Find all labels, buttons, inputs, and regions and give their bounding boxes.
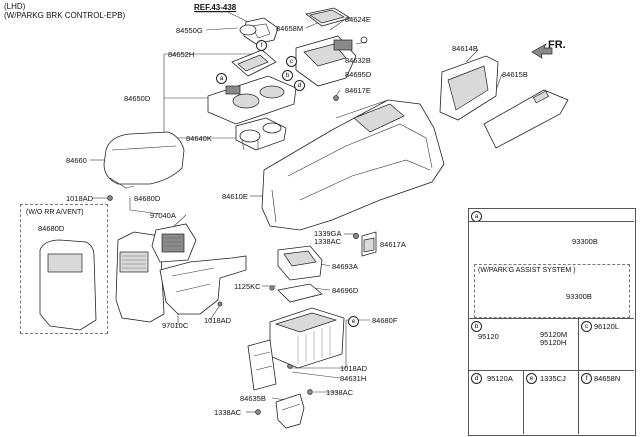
letter-a-callout: a [216, 73, 227, 84]
detail-bc-divider [468, 318, 634, 319]
front-direction-label: FR. [548, 39, 566, 51]
no-rear-vent-part-label: 84680D [38, 224, 65, 233]
label-84660: 84660 [66, 156, 87, 165]
upper-switch-panel-part [295, 35, 368, 87]
label-84632B: 84632B [345, 56, 371, 65]
console-body-part [261, 99, 445, 231]
storage-box-part [269, 307, 345, 369]
letter-c-callout: c [286, 56, 297, 67]
label-84635B: 84635B [240, 394, 266, 403]
trim-panel-part [483, 89, 569, 149]
armrest-lid-part [103, 131, 185, 189]
detail-def-divider [468, 370, 634, 371]
header-epb: (W/PARKG BRK CONTROL-EPB) [4, 11, 126, 20]
label-84617E: 84617E [345, 86, 371, 95]
label-1018AD-upper: 1018AD [66, 194, 94, 203]
label-84680F: 84680F [372, 316, 398, 325]
label-84624E: 84624E [345, 15, 371, 24]
label-84695D: 84695D [345, 70, 372, 79]
detail-a-part-label: 93300B [572, 237, 598, 246]
letter-d-callout: d [294, 80, 305, 91]
label-1018AD-middle: 1018AD [204, 316, 232, 325]
detail-b-c-vertical-divider [578, 318, 579, 370]
tray-mat-part [277, 283, 323, 303]
assist-system-box [474, 264, 630, 318]
detail-b-letter: b [471, 321, 482, 332]
cup-holder-tray-part [207, 75, 297, 125]
upper-cover-plate-part [231, 49, 277, 77]
detail-c-letter: c [581, 321, 592, 332]
label-84614B: 84614B [452, 44, 478, 53]
bolts [107, 95, 359, 415]
label-84631H: 84631H [340, 374, 367, 383]
detail-c-part-label: 96120L [594, 322, 620, 331]
no-rear-vent-box [20, 204, 108, 334]
shift-boot-part [239, 17, 279, 45]
small-storage-tray-part [277, 245, 323, 281]
no-rear-vent-title: (W/O RR A/VENT) [26, 209, 84, 216]
detail-d-part-label: 95120A [487, 374, 513, 383]
label-84550G: 84550G [176, 26, 203, 35]
label-84693A: 84693A [332, 262, 358, 271]
air-duct-part [159, 255, 247, 315]
detail-b-right-part-label-2: 95120H [540, 338, 567, 347]
side-bracket-part [247, 339, 277, 391]
small-tray-part [305, 7, 351, 27]
cup-holder-insert-part [235, 117, 287, 151]
ref-link[interactable]: REF.43-438 [194, 3, 237, 12]
vent-grille-part [151, 223, 197, 263]
detail-d-letter: d [471, 373, 482, 384]
assist-system-title: (W/PARK'G ASSIST SYSTEM ) [478, 267, 576, 274]
detail-f-letter: f [581, 373, 592, 384]
label-84680D: 84680D [134, 194, 161, 203]
detail-b-left-part-label: 95120 [478, 332, 499, 341]
detail-a-divider [468, 221, 634, 222]
detail-b-right-part-label-1: 95120M [540, 330, 568, 339]
label-84650D: 84650D [124, 94, 151, 103]
label-84617A: 84617A [380, 240, 406, 249]
label-97010C: 97010C [162, 321, 189, 330]
detail-a-assist-part-label: 93300B [566, 292, 592, 301]
lower-bracket-part [275, 393, 305, 429]
label-1338AC-lower-left: 1338AC [214, 408, 242, 417]
bracket-part [361, 231, 377, 257]
front-arrow-icon [531, 43, 553, 59]
label-1339GA: 1339GA [314, 229, 342, 238]
rear-vent-cover-part [115, 231, 165, 323]
detail-e-f-vertical-divider [578, 370, 579, 434]
label-84658M: 84658M [276, 24, 304, 33]
label-1338AC-lower-right: 1338AC [326, 388, 354, 397]
label-84652H: 84652H [168, 50, 195, 59]
label-84615B: 84615B [502, 70, 528, 79]
label-1125KC: 1125KC [234, 282, 261, 291]
header-lhd: (LHD) [4, 2, 26, 11]
side-cover-part [439, 55, 499, 121]
label-84696D: 84696D [332, 286, 359, 295]
detail-d-e-vertical-divider [523, 370, 524, 434]
letter-e-callout: e [348, 316, 359, 327]
label-1338AC-upper: 1338AC [314, 237, 342, 246]
letter-b-callout: b [282, 70, 293, 81]
detail-panel [468, 208, 636, 436]
detail-e-part-label: 1335CJ [540, 374, 566, 383]
label-84610E: 84610E [222, 192, 248, 201]
label-1018AD-lower: 1018AD [340, 364, 368, 373]
detail-f-part-label: 84658N [594, 374, 621, 383]
alt-rear-cover-part [39, 239, 97, 331]
label-84640K: 84640K [186, 134, 212, 143]
label-97040A: 97040A [150, 211, 176, 220]
detail-e-letter: e [526, 373, 537, 384]
letter-f-callout: f [256, 40, 267, 51]
